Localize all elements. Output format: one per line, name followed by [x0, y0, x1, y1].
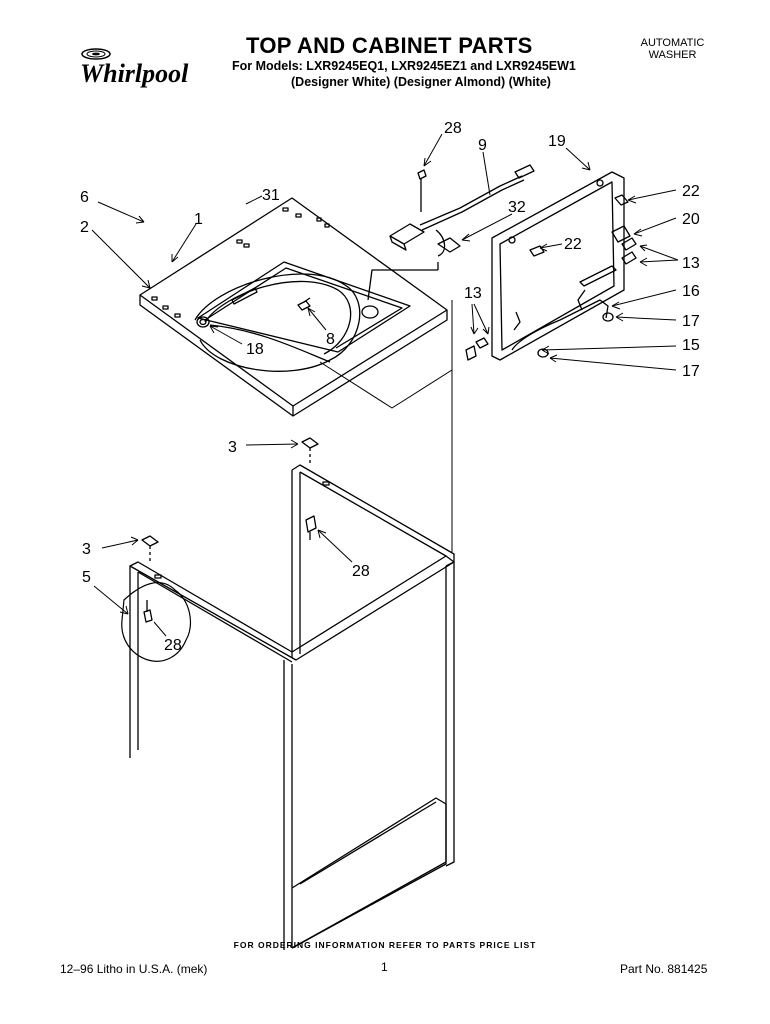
page-title: TOP AND CABINET PARTS [246, 33, 533, 58]
washer-top-panel [139, 197, 448, 417]
ordering-note: FOR ORDERING INFORMATION REFER TO PARTS … [233, 940, 537, 950]
callout-6: 6 [80, 189, 89, 206]
callout-28-top: 28 [444, 120, 462, 137]
variants-line: (Designer White) (Designer Almond) (Whit… [291, 75, 551, 89]
callout-16: 16 [682, 283, 700, 300]
callout-22-mid: 22 [564, 236, 582, 253]
callout-13-right: 13 [682, 255, 700, 272]
callout-28-blob: 28 [164, 637, 182, 654]
callout-19: 19 [548, 133, 566, 150]
callout-leaders [91, 133, 679, 637]
product-type-line-2: WASHER [648, 49, 697, 61]
callout-13-left: 13 [464, 285, 482, 302]
washer-cabinet [121, 437, 455, 950]
callout-3-left: 3 [82, 541, 91, 558]
callout-2: 2 [80, 219, 89, 236]
callout-32: 32 [508, 199, 526, 216]
callout-15: 15 [682, 337, 700, 354]
callout-1: 1 [194, 211, 203, 228]
callout-17-right: 17 [682, 313, 700, 330]
product-type-line-1: AUTOMATIC [640, 37, 705, 49]
callout-8: 8 [326, 331, 335, 348]
page-number: 1 [381, 960, 388, 974]
part-number: Part No. 881425 [620, 962, 708, 976]
callout-17-bottom: 17 [682, 363, 700, 380]
callout-22-right: 22 [682, 183, 700, 200]
callout-3-top: 3 [228, 439, 237, 456]
callout-9: 9 [478, 137, 487, 154]
top-rear-frame [465, 171, 637, 361]
callout-20: 20 [682, 211, 700, 228]
callout-31: 31 [262, 187, 280, 204]
callout-5: 5 [82, 569, 91, 586]
lid-switch-harness [367, 164, 535, 301]
models-line: For Models: LXR9245EQ1, LXR9245EZ1 and L… [232, 59, 576, 73]
whirlpool-logo: Whirlpool [74, 42, 194, 92]
product-type: AUTOMATIC WASHER [625, 37, 720, 61]
callout-numbers: 28 9 19 6 31 1 2 32 22 22 20 13 13 16 17… [80, 120, 700, 654]
callout-28-cabinet: 28 [352, 563, 370, 580]
litho-info: 12–96 Litho in U.S.A. (mek) [60, 962, 208, 976]
callout-18: 18 [246, 341, 264, 358]
brand-text: Whirlpool [80, 59, 189, 88]
